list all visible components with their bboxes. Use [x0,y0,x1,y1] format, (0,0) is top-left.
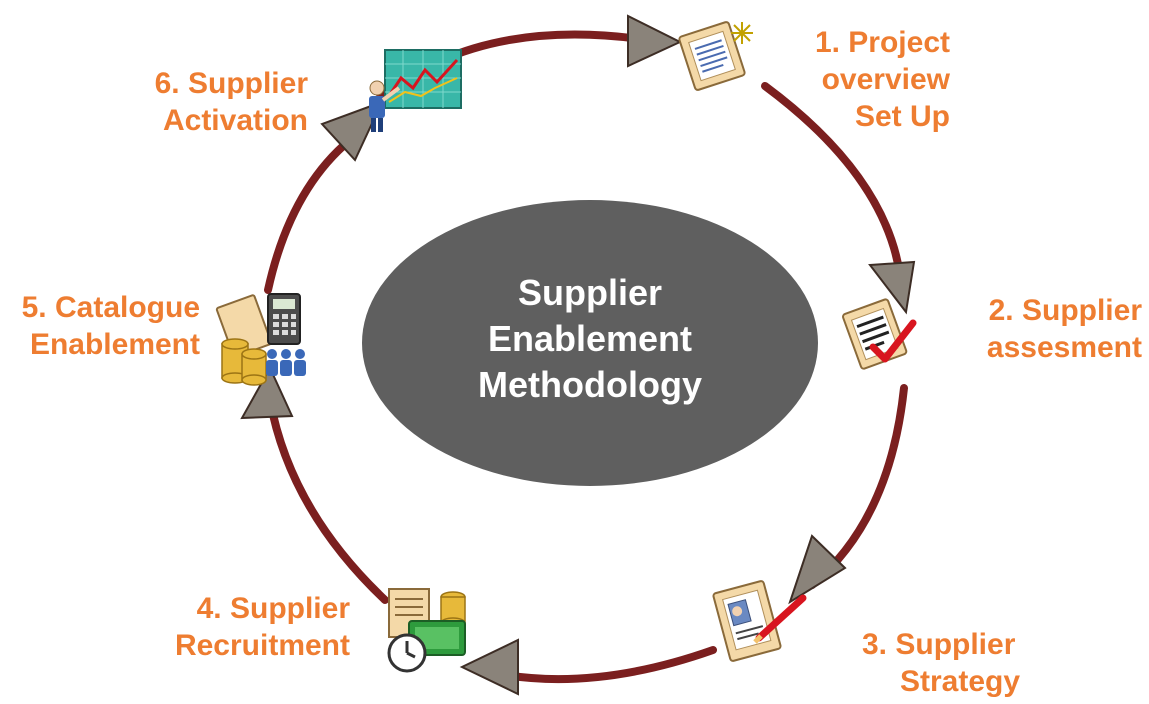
step-6-line-1: 6. Supplier [154,67,308,100]
arrow-head-icon [788,534,847,605]
step-2-line-2: assesment [986,331,1142,364]
presentation-chart-icon [369,49,462,132]
step-2-label: 2. Supplier assesment [960,292,1142,366]
ring-segment-5-6 [264,136,354,294]
cycle-ring [264,30,908,684]
step-6-line-2: Activation [162,104,308,137]
arrow-head-icon [459,638,519,696]
step-4-label: 4. Supplier Recruitment [150,590,350,664]
arrow-heads [240,14,916,696]
center-title-line-1: Supplier [517,272,663,313]
ring-segment-4-5 [266,396,389,604]
arrow-head-icon [240,365,294,420]
profile-edit-icon [712,580,807,662]
cash-clock-icon [387,588,466,673]
step-4-line-2: Recruitment [174,629,350,662]
step-1-line-2: overview [821,63,950,96]
step-2-line-1: 2. Supplier [988,294,1142,327]
center-ellipse [362,200,818,486]
center-title-line-3: Methodology [478,364,702,405]
checklist-icon [842,298,917,370]
center-title-line-2: Enablement [487,318,693,359]
arrow-head-icon [627,14,683,68]
step-5-label: 5. Catalogue Enablement [0,289,200,363]
step-3-line-2: Strategy [900,665,1021,698]
step-5-line-2: Enablement [29,328,200,361]
arrow-head-icon [868,260,916,315]
calculator-coins-icon [215,293,306,386]
step-4-line-1: 4. Supplier [196,592,350,625]
step-1-label: 1. Project overview Set Up [790,24,950,135]
ring-segment-3-4 [501,646,717,684]
project-document-icon [678,21,753,91]
step-3-label: 3. Supplier Strategy [862,626,1052,700]
step-3-line-1: 3. Supplier [862,628,1016,661]
step-5-line-1: 5. Catalogue [21,291,200,324]
ring-segment-1-2 [761,82,904,279]
step-1-line-3: Set Up [854,100,950,133]
center-title: Supplier Enablement Methodology [400,270,780,408]
step-6-label: 6. Supplier Activation [110,65,308,139]
arrow-head-icon [320,100,384,162]
step-1-line-1: 1. Project [814,26,950,59]
